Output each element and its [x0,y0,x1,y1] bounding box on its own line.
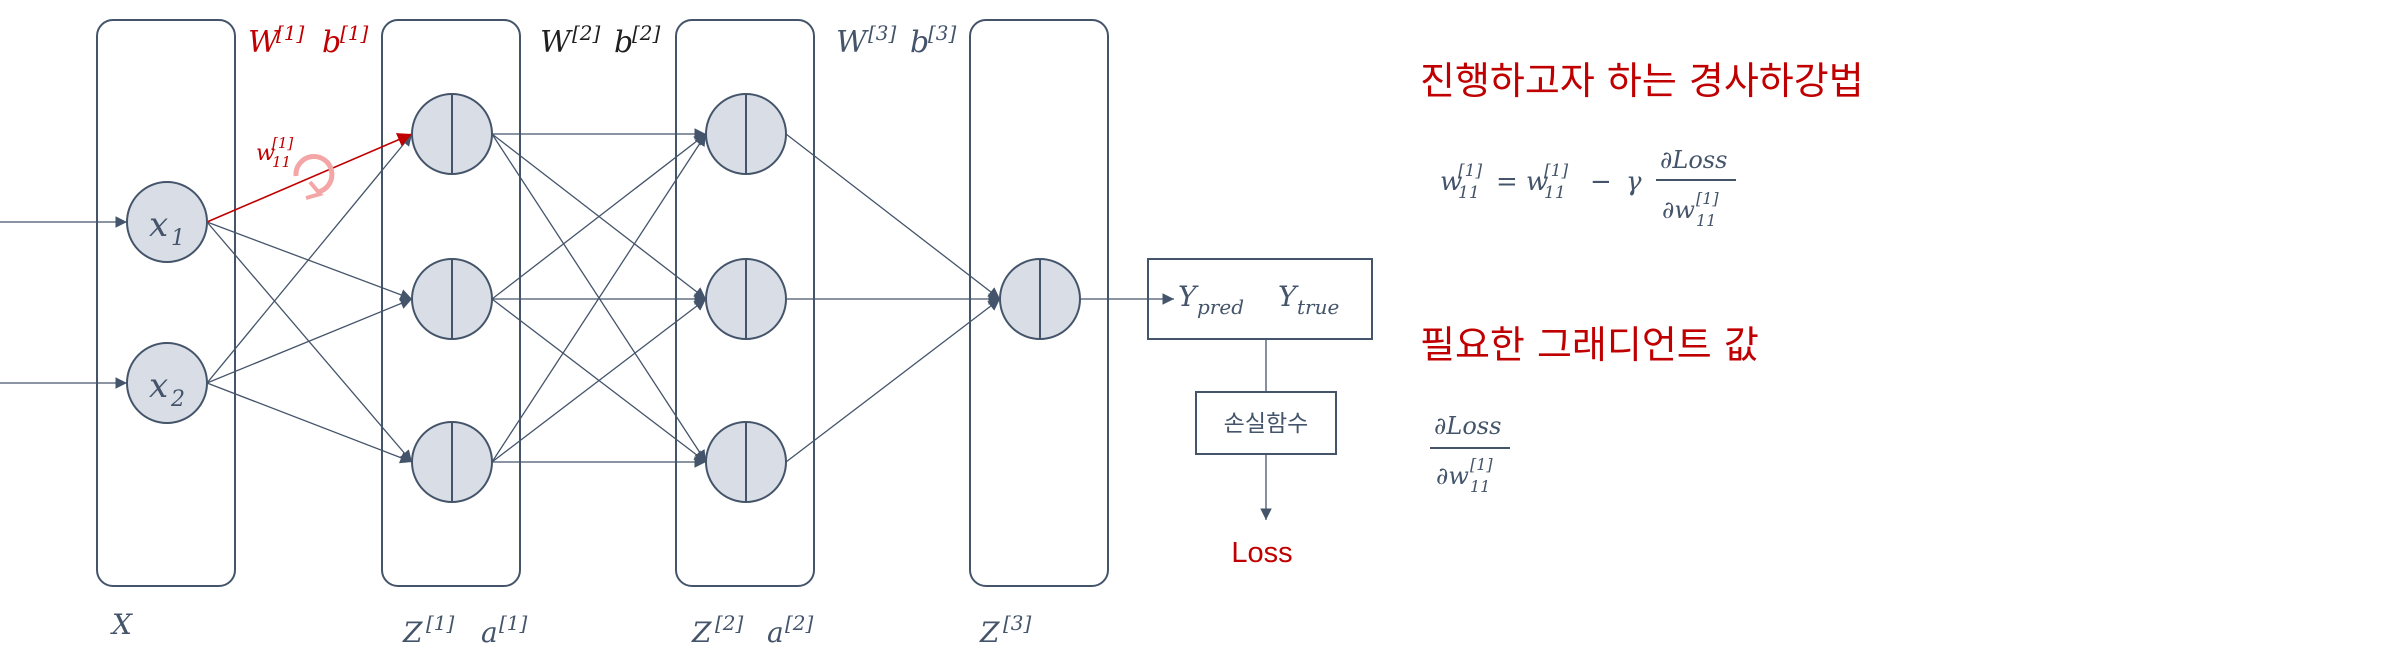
svg-text:[1]: [1] [276,21,305,45]
svg-text:2: 2 [170,387,185,412]
connections-w2 [491,128,707,468]
connections-w3 [785,133,1001,463]
svg-text:11: 11 [1544,183,1566,203]
svg-text:x: x [149,205,168,245]
gradient-descent-formula: w 11 [1] = w 11 [1] − γ ∂Loss ∂w 11 [1] [1440,146,1736,230]
svg-text:∂Loss: ∂Loss [1660,146,1727,174]
hidden1-nodes [411,93,493,503]
svg-text:[1]: [1] [1696,189,1719,208]
input-layer-box [96,19,236,587]
svg-text:Y: Y [1278,280,1299,313]
input-node-1: x 1 [126,181,208,263]
svg-text:Y: Y [1178,280,1199,313]
svg-text:[1]: [1] [1544,161,1568,181]
input-node-2: x 2 [126,342,208,424]
svg-text:11: 11 [1458,183,1480,203]
output-layer-label: Z [3] [979,611,1032,649]
svg-text:true: true [1297,295,1339,319]
svg-text:w: w [1526,167,1548,197]
svg-text:[1]: [1] [426,611,455,635]
svg-text:a: a [481,616,498,649]
svg-text:b: b [322,25,341,60]
svg-text:∂Loss: ∂Loss [1434,412,1501,440]
svg-text:11: 11 [1470,477,1490,496]
svg-text:a: a [767,616,784,649]
loss-output-label: Loss [1231,537,1292,569]
loss-function-box [1195,391,1337,455]
input-layer-label: X [110,608,133,641]
svg-text:[3]: [3] [868,21,897,45]
svg-text:1: 1 [171,226,185,251]
update-cycle-icon [293,153,335,200]
hidden2-layer-box [675,19,815,587]
svg-text:[1]: [1] [499,611,528,635]
svg-text:w: w [1440,167,1462,197]
prediction-labels: Y pred Y true [1178,280,1339,319]
highlighted-weight-edge [206,133,413,223]
svg-text:11: 11 [272,153,291,171]
hidden2-layer-label: Z [2] a [2] [691,611,814,649]
svg-text:W: W [540,25,573,60]
required-gradient-formula: ∂Loss ∂w 11 [1] [1430,412,1510,496]
svg-text:pred: pred [1197,295,1244,319]
svg-text:[1]: [1] [1470,455,1493,474]
svg-text:[3]: [3] [928,21,957,45]
output-node [999,258,1081,340]
hidden1-layer-box [381,19,521,587]
svg-text:[3]: [3] [1003,611,1032,635]
svg-text:W: W [248,25,281,60]
svg-text:−: − [1590,167,1612,197]
svg-text:Z: Z [979,616,1000,649]
svg-text:b: b [614,25,633,60]
hidden1-layer-label: Z [1] a [1] [402,611,528,649]
weight-label-w1: W [1] b [1] [248,21,369,60]
svg-text:w: w [256,141,275,166]
svg-text:[1]: [1] [1458,161,1482,181]
svg-text:=: = [1496,167,1518,197]
svg-text:Z: Z [691,616,712,649]
weight-label-w3: W [3] b [3] [836,21,957,60]
svg-text:b: b [910,25,929,60]
svg-text:[2]: [2] [572,21,601,45]
svg-text:∂w: ∂w [1436,462,1469,490]
svg-text:[2]: [2] [632,21,661,45]
required-gradient-heading: 필요한 그래디언트 값 [1420,323,1759,367]
highlighted-weight-label: w 11 [1] [256,134,293,171]
loss-function-label: 손실함수 [1224,411,1309,437]
svg-text:[1]: [1] [340,21,369,45]
gradient-descent-heading: 진행하고자 하는 경사하강법 [1420,59,1864,103]
svg-text:x: x [149,366,168,406]
svg-text:γ: γ [1626,167,1642,197]
weight-label-w2: W [2] b [2] [540,21,661,60]
svg-text:11: 11 [1696,211,1716,230]
svg-text:W: W [836,25,869,60]
svg-text:[1]: [1] [272,134,293,152]
connections-w1 [206,133,413,464]
svg-text:∂w: ∂w [1662,196,1695,224]
svg-text:Z: Z [402,616,423,649]
svg-text:[2]: [2] [715,611,744,635]
hidden2-nodes [705,93,787,503]
output-layer-box [969,19,1109,587]
svg-text:[2]: [2] [785,611,814,635]
